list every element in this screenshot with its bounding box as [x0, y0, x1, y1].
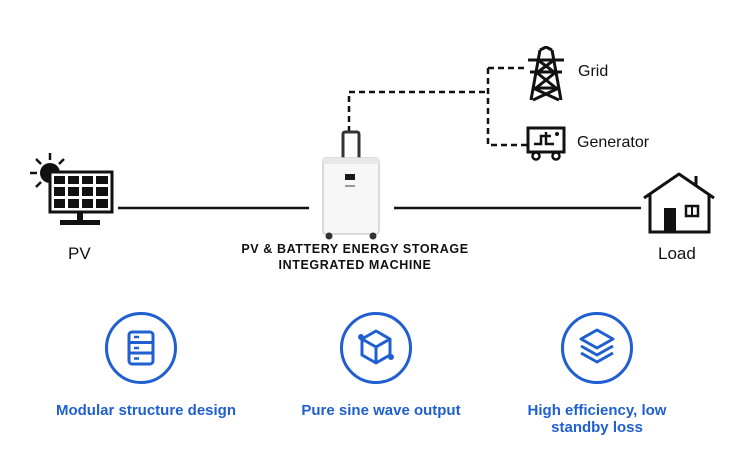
generator-label: Generator: [577, 134, 650, 151]
server-rack-icon: [127, 330, 155, 366]
feature-efficiency-label-line2: standby loss: [551, 419, 643, 436]
transmission-tower-icon: [528, 46, 564, 102]
feature-efficiency-label-line1: High efficiency, low: [527, 402, 667, 419]
feature-modular-label: Modular structure design: [55, 402, 237, 419]
grid-label: Grid: [578, 63, 609, 80]
feature-sine-circle: [340, 312, 412, 384]
feature-sine-label: Pure sine wave output: [301, 402, 461, 419]
machine-label-line2: INTEGRATED MACHINE: [278, 258, 432, 272]
feature-efficiency-label: High efficiency, low standby loss: [487, 402, 707, 436]
solar-panel-icon: [48, 170, 114, 225]
cube-icon: [358, 329, 394, 365]
pv-label: PV: [68, 244, 91, 263]
grid-dashed-line: [486, 68, 527, 147]
load-label: Load: [658, 244, 696, 263]
feature-modular-circle: [105, 312, 177, 384]
house-icon: [643, 172, 715, 234]
machine-label: PV & BATTERY ENERGY STORAGE INTEGRATED M…: [205, 241, 505, 273]
feature-efficiency-circle: [561, 312, 633, 384]
layers-icon: [579, 328, 615, 364]
machine-to-grid-dashed-line: [347, 90, 488, 132]
machine-label-line1: PV & BATTERY ENERGY STORAGE: [241, 242, 469, 256]
generator-icon: [526, 126, 566, 161]
storage-machine: [322, 130, 380, 240]
